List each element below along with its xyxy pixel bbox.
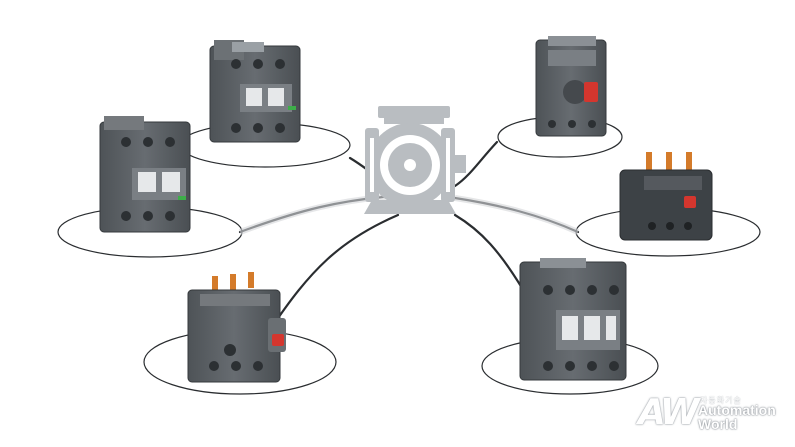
watermark-logo: AW 자동화기술 Automation World — [638, 393, 788, 437]
thermal-relay-right — [619, 152, 713, 241]
large-contactor-top — [209, 40, 301, 143]
watermark-small-text: 자동화기술 — [700, 396, 742, 405]
small-contactor-bottom-right — [519, 258, 627, 381]
thermal-relay-bottom-left — [187, 272, 286, 383]
large-contactor-left — [99, 116, 191, 233]
watermark-logo-letters: AW — [638, 392, 700, 433]
watermark-text: Automation World — [698, 403, 776, 431]
watermark-line2: World — [698, 416, 738, 432]
watermark-line1: Automation — [698, 402, 776, 418]
motor-circuit-breaker — [535, 36, 607, 137]
electric-motor-icon — [364, 106, 466, 214]
